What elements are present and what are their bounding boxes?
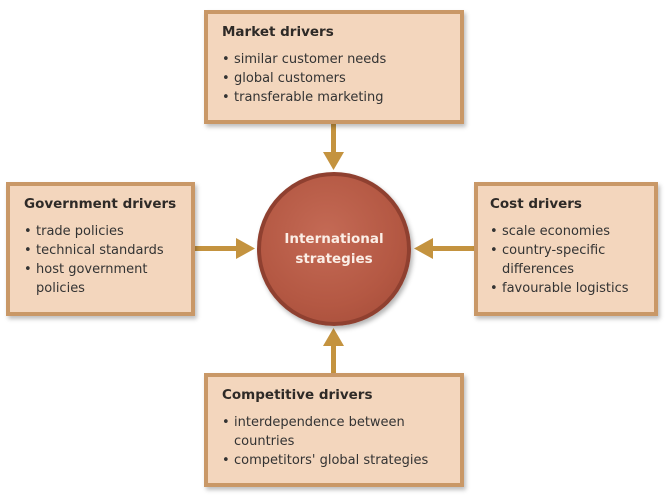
hub-label-line2: strategies [295, 251, 373, 267]
hub-label-line1: International [284, 231, 384, 247]
government-drivers-title: Government drivers [24, 196, 177, 212]
hub-label: International strategies [279, 229, 389, 269]
list-item: country-specific differences [490, 241, 646, 279]
competitive-drivers-list: interdependence between countries compet… [222, 413, 446, 470]
list-item: trade policies [24, 222, 177, 241]
arrow-cost-head [414, 238, 433, 259]
list-item: global customers [222, 69, 446, 88]
arrow-market-shaft [331, 124, 336, 156]
international-strategies-hub: International strategies [257, 172, 411, 326]
list-item: favourable logistics [490, 279, 646, 298]
list-item: competitors' global strategies [222, 451, 446, 470]
arrow-competitive-head [323, 328, 344, 346]
competitive-drivers-box: Competitive drivers interdependence betw… [204, 373, 464, 487]
government-drivers-box: Government drivers trade policies techni… [6, 182, 195, 316]
cost-drivers-list: scale economies country-specific differe… [490, 222, 646, 298]
market-drivers-title: Market drivers [222, 24, 334, 40]
list-item: interdependence between countries [222, 413, 446, 451]
competitive-drivers-title: Competitive drivers [222, 387, 373, 403]
market-drivers-list: similar customer needs global customers … [222, 50, 446, 107]
government-drivers-list: trade policies technical standards host … [24, 222, 177, 298]
arrow-government-shaft [195, 246, 239, 251]
list-item: technical standards [24, 241, 177, 260]
cost-drivers-title: Cost drivers [490, 196, 582, 212]
list-item: similar customer needs [222, 50, 446, 69]
arrow-government-head [236, 238, 255, 259]
arrow-cost-shaft [430, 246, 474, 251]
arrow-competitive-shaft [331, 342, 336, 373]
list-item: host government policies [24, 260, 177, 298]
arrow-market-head [323, 152, 344, 170]
market-drivers-box: Market drivers similar customer needs gl… [204, 10, 464, 124]
list-item: transferable marketing [222, 88, 446, 107]
list-item: scale economies [490, 222, 646, 241]
cost-drivers-box: Cost drivers scale economies country-spe… [474, 182, 658, 316]
